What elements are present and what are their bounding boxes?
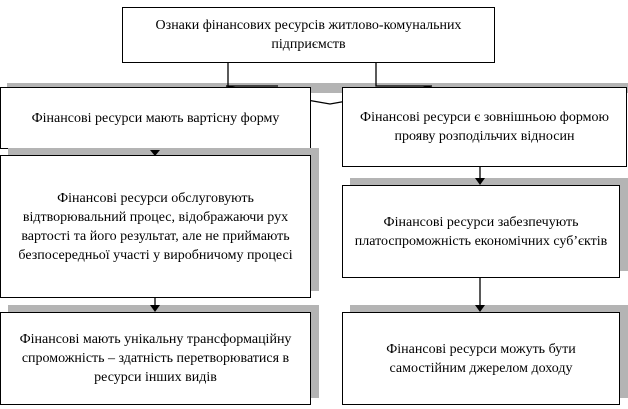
left-box-2: Фінансові ресурси обслуговують відтворюв… [0,155,311,298]
top-shadow-band [7,83,628,93]
right-box-1: Фінансові ресурси є зовнішньою формою пр… [342,87,627,167]
left-box-1: Фінансові ресурси мають вартісну форму [0,87,311,149]
right-box-2: Фінансові ресурси забезпечують платоспро… [342,185,620,278]
root-box: Ознаки фінансових ресурсів житлово-комун… [122,7,495,63]
right-box-3: Фінансові ресурси можуть бути самостійни… [342,312,620,405]
left-box-3: Фінансові мають унікальну трансформаційн… [0,312,311,405]
